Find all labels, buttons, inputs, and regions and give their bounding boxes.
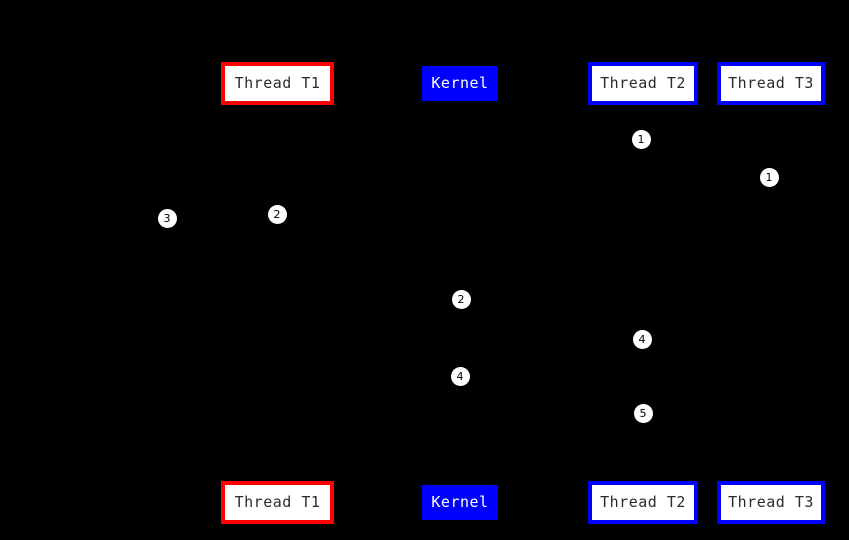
participant-label: Thread T1 xyxy=(234,74,321,92)
participant-box-t2-bottom[interactable]: Thread T2 xyxy=(588,481,698,524)
step-badge-label: 1 xyxy=(765,170,773,184)
step-badge-label: 3 xyxy=(163,211,171,225)
msg-3 xyxy=(167,215,277,221)
lifeline-t1 xyxy=(277,105,278,481)
step-badge-4: 4 xyxy=(632,329,652,349)
participant-box-kernel-bottom[interactable]: Kernel xyxy=(422,485,498,520)
step-badge-1: 1 xyxy=(631,129,651,149)
msg-4 xyxy=(277,296,460,302)
participant-label: Kernel xyxy=(431,493,489,511)
step-badge-3: 3 xyxy=(157,208,177,228)
step-badge-label: 5 xyxy=(639,406,647,420)
participant-box-t3-bottom[interactable]: Thread T3 xyxy=(717,481,825,524)
participant-label: Thread T3 xyxy=(728,74,814,92)
participant-label: Thread T2 xyxy=(600,74,686,92)
lifeline-t3 xyxy=(771,105,772,481)
step-badge-2: 2 xyxy=(451,289,471,309)
participant-label: Thread T1 xyxy=(234,493,321,511)
msg-5 xyxy=(460,336,643,342)
participant-label: Kernel xyxy=(431,74,489,92)
participant-box-t2-top[interactable]: Thread T2 xyxy=(588,62,698,105)
step-badge-4: 4 xyxy=(450,366,470,386)
step-badge-5: 5 xyxy=(633,403,653,423)
msg-7 xyxy=(460,410,643,416)
participant-box-t1-bottom[interactable]: Thread T1 xyxy=(221,481,334,524)
participant-box-t1-top[interactable]: Thread T1 xyxy=(221,62,334,105)
participant-label: Thread T3 xyxy=(728,493,814,511)
step-badge-label: 2 xyxy=(457,292,465,306)
participant-box-t3-top[interactable]: Thread T3 xyxy=(717,62,825,105)
msg-1 xyxy=(643,136,771,142)
lifeline-t2 xyxy=(643,105,644,481)
step-badge-label: 2 xyxy=(273,207,281,221)
participant-label: Thread T2 xyxy=(600,493,686,511)
step-badge-label: 4 xyxy=(456,369,464,383)
msg-6 xyxy=(460,373,643,379)
step-badge-1: 1 xyxy=(759,167,779,187)
participant-box-kernel-top[interactable]: Kernel xyxy=(422,66,498,101)
step-badge-label: 1 xyxy=(637,132,645,146)
step-badge-label: 4 xyxy=(638,332,646,346)
msg-2 xyxy=(771,174,849,180)
step-badge-2: 2 xyxy=(267,204,287,224)
